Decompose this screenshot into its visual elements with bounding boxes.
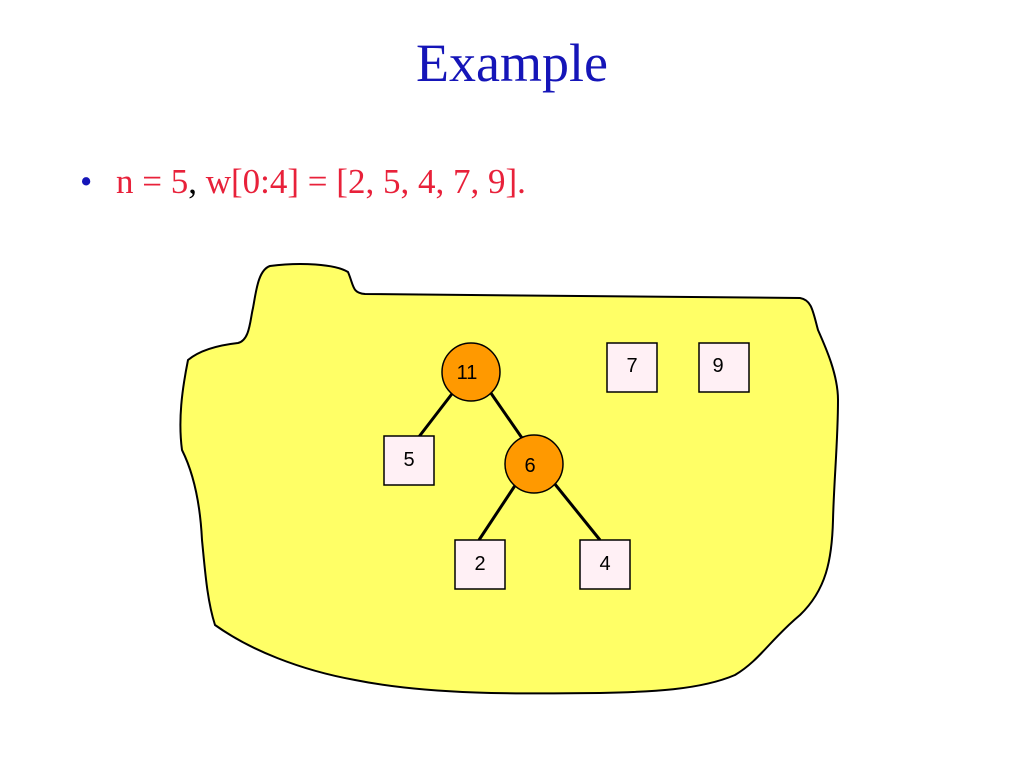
- bullet-text-separator: ,: [188, 162, 197, 201]
- bullet-item: • n = 5, w[0:4] = [2, 5, 4, 7, 9].: [80, 160, 526, 204]
- leaf-7-label: 7: [626, 355, 637, 377]
- tree-node-6: 6: [504, 434, 564, 494]
- edge-6-2: [477, 477, 522, 541]
- leaf-node-9: 9: [698, 342, 750, 393]
- edge-11-5: [416, 385, 460, 439]
- leaf-node-2: 2: [454, 539, 506, 590]
- bullet-text-weights: w[0:4] = [2, 5, 4, 7, 9].: [197, 162, 526, 201]
- slide-title: Example: [416, 33, 608, 93]
- leaf-node-4: 4: [579, 539, 631, 590]
- bullet-text-n: n = 5: [116, 162, 189, 201]
- leaf-node-7: 7: [606, 342, 658, 393]
- tree-node-11: 11: [441, 342, 501, 402]
- leaf-node-5: 5: [383, 435, 435, 486]
- node-6-label: 6: [524, 455, 535, 477]
- leaf-2-label: 2: [474, 553, 485, 575]
- leaf-9-label: 9: [712, 355, 723, 377]
- node-11-label: 11: [457, 362, 478, 384]
- edge-11-6: [484, 385, 524, 439]
- leaf-4-label: 4: [599, 553, 610, 575]
- leaf-5-label: 5: [403, 449, 414, 471]
- bullet-dot-icon: •: [80, 162, 93, 201]
- tree-edges: [416, 385, 602, 541]
- edge-6-4: [548, 477, 602, 541]
